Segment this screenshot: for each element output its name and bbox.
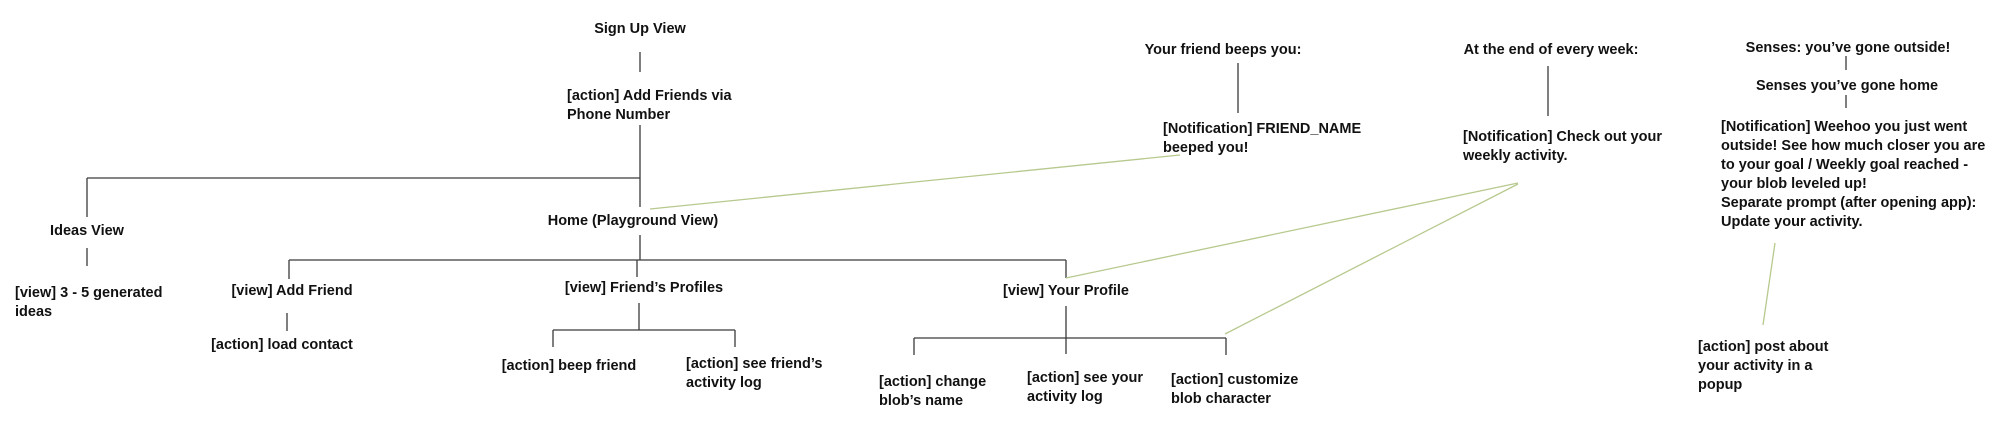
node-label: Senses you’ve gone home [1755,78,1939,94]
node-label-line: [view] 3 - 5 generated [15,285,163,301]
node-beep-friend: [action] beep friend [502,357,637,376]
notification-link [1224,183,1519,335]
node-post-activity-popup: [action] post about your activity in a p… [1698,338,1829,395]
node-label-line: your blob leveled up! [1721,176,1867,192]
node-label: [view] Your Profile [1003,283,1129,299]
node-label-line: Update your activity. [1721,214,1863,230]
node-add-friends-via-phone: [action] Add Friends via Phone Number [567,87,732,125]
node-label-line: [Notification] Check out your [1463,129,1662,145]
node-generated-ideas: [view] 3 - 5 generated ideas [15,284,162,322]
node-your-profile: [view] Your Profile [1003,282,1129,301]
node-label-line: [action] see your [1027,370,1144,386]
node-label-line: blob character [1171,391,1271,407]
node-beep-notification: [Notification] FRIEND_NAME beeped you! [1163,120,1361,158]
node-label-line: [Notification] FRIEND_NAME [1163,121,1362,137]
node-label-line: [Notification] Weehoo you just went [1721,119,1968,135]
node-label-line: [action] customize [1171,372,1299,388]
node-label: [action] beep friend [501,358,637,374]
node-senses-outside: Senses: you’ve gone outside! [1746,39,1951,58]
notification-link [649,154,1181,210]
node-label-line: outside! See how much closer you are [1721,138,1986,154]
node-label: Your friend beeps you: [1144,42,1302,58]
node-label-line: [action] see friend’s [686,356,823,372]
node-see-friends-activity-log: [action] see friend’s activity log [686,355,822,393]
node-friends-profiles: [view] Friend’s Profiles [565,279,723,298]
node-add-friend-view: [view] Add Friend [231,282,352,301]
node-friend-beeps-you: Your friend beeps you: [1145,41,1302,60]
node-label: At the end of every week: [1463,42,1639,58]
node-end-of-week: At the end of every week: [1464,41,1639,60]
node-sign-up-view: Sign Up View [594,20,686,39]
node-label-line: beeped you! [1163,140,1249,156]
node-label: Senses: you’ve gone outside! [1745,40,1951,56]
node-label-line: blob’s name [879,393,964,409]
node-load-contact: [action] load contact [211,336,353,355]
node-label: [action] load contact [211,337,353,353]
node-change-blob-name: [action] change blob’s name [879,373,986,411]
node-customize-blob-character: [action] customize blob character [1171,371,1298,409]
node-weekly-notification: [Notification] Check out your weekly act… [1463,128,1662,166]
node-ideas-view: Ideas View [50,222,124,241]
node-label-line: activity log [686,375,762,391]
node-see-your-activity-log: [action] see your activity log [1027,369,1143,407]
node-senses-home: Senses you’ve gone home [1756,77,1938,96]
node-label-line: [action] change [879,374,987,390]
node-home-playground-view: Home (Playground View) [548,212,719,231]
node-label: Ideas View [50,223,124,239]
node-label-line: your activity in a [1698,358,1813,374]
node-label-line: popup [1698,377,1743,393]
node-label-line: activity log [1027,389,1103,405]
node-label-line: [action] Add Friends via [567,88,732,104]
notification-link [1065,182,1519,279]
node-label: Home (Playground View) [547,213,719,229]
node-label: [view] Add Friend [231,283,353,299]
node-label-line: Phone Number [567,107,671,123]
node-label-line: Separate prompt (after opening app): [1721,195,1977,211]
node-label: Sign Up View [594,21,686,37]
node-label-line: ideas [15,304,53,320]
node-label-line: weekly activity. [1463,148,1568,164]
node-label-line: to your goal / Weekly goal reached - [1721,157,1969,173]
node-label-line: [action] post about [1698,339,1829,355]
notification-link [1762,242,1776,326]
node-outside-notification: [Notification] Weehoo you just went outs… [1721,118,1985,232]
node-label: [view] Friend’s Profiles [564,280,724,296]
